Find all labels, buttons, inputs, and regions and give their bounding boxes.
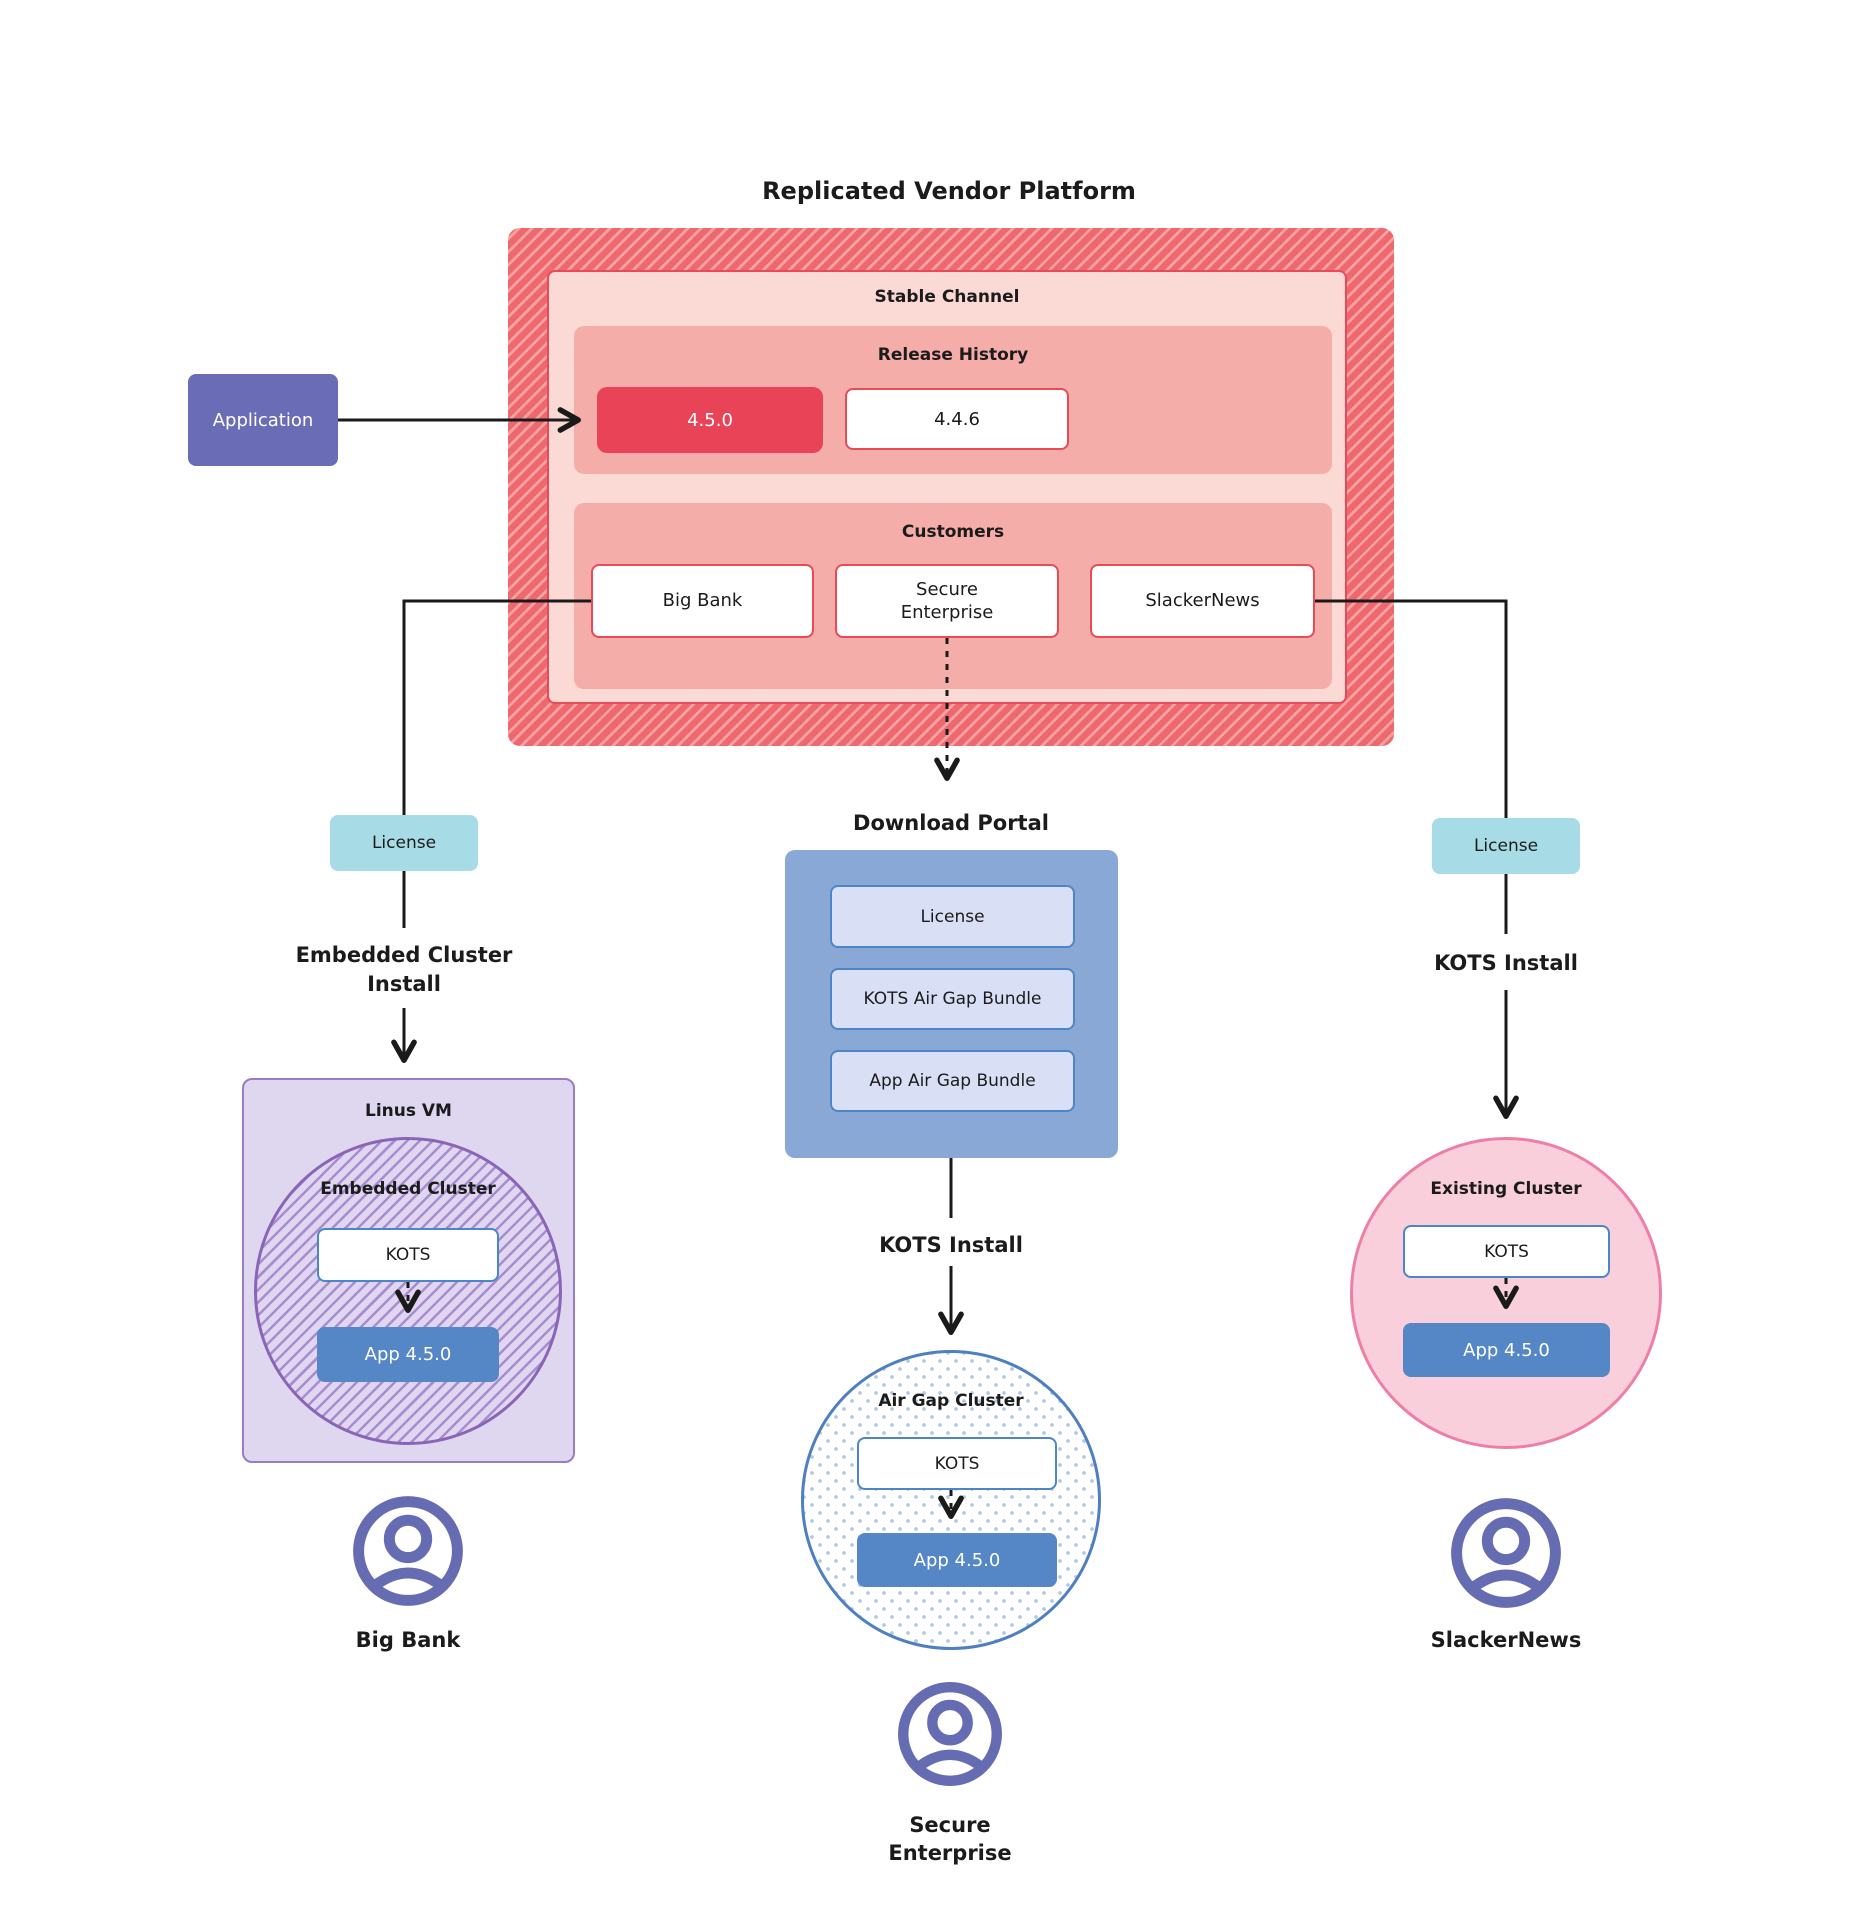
app-label: App 4.5.0 [1463, 1339, 1550, 1361]
kots-box-secure-enterprise: KOTS [857, 1437, 1057, 1490]
release-box-450: 4.5.0 [597, 387, 823, 453]
portal-item-label: License [920, 906, 985, 927]
customers-label: Customers [901, 522, 1005, 542]
stable-channel-label: Stable Channel [874, 287, 1020, 307]
air-gap-cluster-label: Air Gap Cluster [878, 1391, 1024, 1411]
customer-name-big-bank: Big Bank [355, 1627, 461, 1652]
kots-install-label-middle: KOTS Install [879, 1233, 1023, 1258]
embedded-cluster-label: Embedded Cluster [320, 1179, 496, 1199]
user-icon [1451, 1498, 1561, 1608]
portal-item-label: KOTS Air Gap Bundle [863, 989, 1042, 1009]
customer-name-slackernews: SlackerNews [1430, 1627, 1582, 1652]
customer-label: Secure Enterprise [900, 578, 994, 623]
kots-label: KOTS [1484, 1241, 1529, 1262]
portal-item-license: License [830, 885, 1075, 948]
customer-label: SlackerNews [1145, 590, 1260, 612]
app-box-secure-enterprise: App 4.5.0 [857, 1533, 1057, 1587]
customer-slackernews: SlackerNews [1090, 564, 1315, 638]
embedded-cluster-install-label: Embedded Cluster Install [295, 942, 513, 996]
air-gap-cluster-circle [801, 1350, 1101, 1650]
app-box-slackernews: App 4.5.0 [1403, 1323, 1610, 1377]
license-label: License [1473, 836, 1539, 856]
release-version: 4.4.6 [934, 408, 980, 430]
license-badge-slackernews: License [1432, 818, 1580, 874]
customer-name-secure-enterprise: Secure Enterprise [888, 1812, 1012, 1865]
release-history-label: Release History [877, 345, 1029, 365]
customer-label: Big Bank [662, 590, 743, 612]
customer-secure-enterprise: Secure Enterprise [835, 564, 1059, 638]
release-version: 4.5.0 [687, 409, 733, 431]
application-label: Application [212, 409, 314, 431]
app-label: App 4.5.0 [913, 1549, 1001, 1571]
app-label: App 4.5.0 [364, 1344, 452, 1365]
kots-box-big-bank: KOTS [317, 1228, 499, 1282]
kots-install-label-right: KOTS Install [1434, 951, 1578, 976]
portal-item-label: App Air Gap Bundle [869, 1071, 1036, 1091]
license-badge-big-bank: License [330, 815, 478, 871]
linus-vm-label: Linus VM [365, 1101, 452, 1121]
kots-label: KOTS [934, 1453, 980, 1474]
download-portal-label: Download Portal [853, 811, 1049, 836]
page-title: Replicated Vendor Platform [762, 177, 1136, 205]
customer-big-bank: Big Bank [591, 564, 814, 638]
user-icon [898, 1682, 1002, 1786]
existing-cluster-label: Existing Cluster [1430, 1179, 1582, 1199]
kots-label: KOTS [385, 1245, 431, 1265]
user-icon [353, 1496, 463, 1606]
application-box: Application [188, 374, 338, 466]
portal-item-app-bundle: App Air Gap Bundle [830, 1050, 1075, 1112]
kots-box-slackernews: KOTS [1403, 1225, 1610, 1278]
license-label: License [371, 833, 437, 853]
portal-item-kots-bundle: KOTS Air Gap Bundle [830, 968, 1075, 1030]
release-box-446: 4.4.6 [845, 388, 1069, 450]
app-box-big-bank: App 4.5.0 [317, 1327, 499, 1382]
embedded-cluster-circle [254, 1137, 562, 1445]
